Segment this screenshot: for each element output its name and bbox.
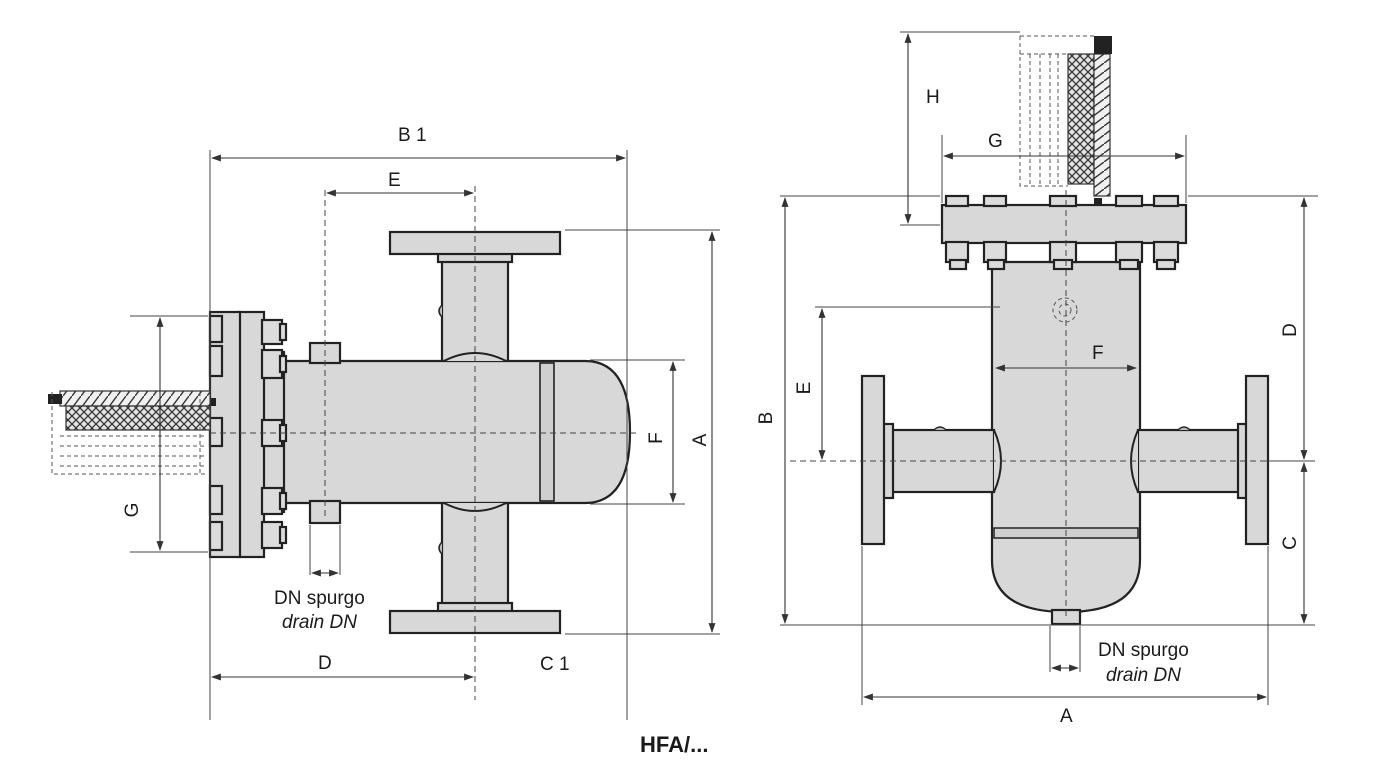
left-strainer-element [48,390,216,475]
drain-note-left-line2: drain DN [282,612,357,633]
label-e-left: E [388,170,401,191]
left-cover-flange-outer [236,310,266,559]
drain-note-right-line2: drain DN [1106,665,1181,686]
right-right-flange [1244,374,1270,546]
label-c1: C 1 [540,654,570,675]
right-left-flange [860,374,886,546]
label-g-left: G [122,503,143,518]
label-d-left: D [318,653,332,674]
right-bolts [944,194,1180,271]
model-caption: HFA/... [640,732,708,757]
label-d-right: D [1280,323,1301,337]
label-h: H [926,87,940,108]
label-g-right: G [988,131,1003,152]
label-b: B [756,412,777,425]
left-view: B 1 E A F G D C 1 DN spurgo drain DN [48,125,720,720]
label-e-right: E [794,382,815,395]
right-strainer-element [1019,35,1112,206]
label-f-right: F [1092,343,1104,364]
right-vent-hidden [1052,297,1078,323]
label-b1: B 1 [398,125,427,146]
label-a-left: A [690,433,711,446]
right-view: H G B E F D C A DN spurgo drain DN [756,31,1318,727]
left-main-body [280,359,632,505]
label-f-left: F [646,432,667,444]
drain-note-left-line1: DN spurgo [274,588,365,609]
label-c: C [1280,536,1301,550]
left-weld-seam [539,362,555,502]
label-a-right: A [1060,706,1073,727]
drain-note-right-line1: DN spurgo [1098,640,1189,661]
right-top-flange [940,203,1188,245]
